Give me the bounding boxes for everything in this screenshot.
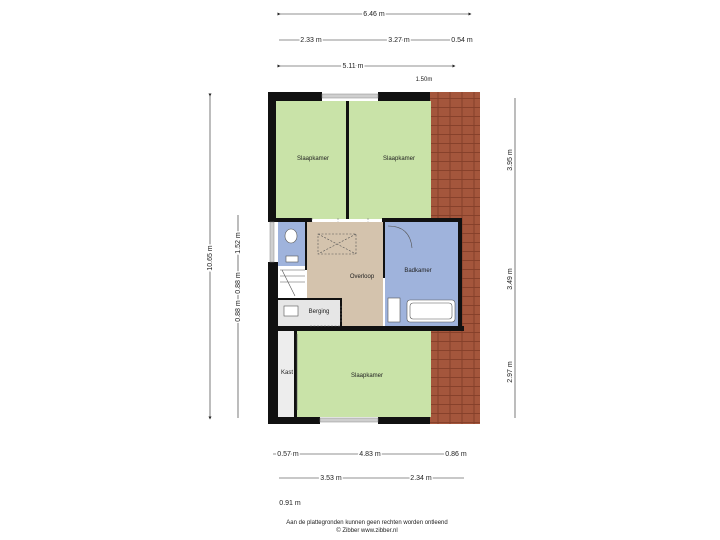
walls (268, 92, 464, 424)
dim-bottom-b: 4.83 m (359, 451, 381, 458)
room-label-bedroom-s: Slaapkamer (351, 373, 383, 379)
windows (269, 93, 379, 423)
staircase-icon (280, 269, 305, 297)
stair-fill (278, 268, 307, 298)
dim-bottom-a: 0.57 m (277, 451, 299, 458)
dim-right-a: 3.95 m (507, 149, 514, 171)
room-label-landing: Overloop (350, 274, 375, 280)
dim-bottom-e: 2.34 m (410, 475, 432, 482)
room-label-bathroom: Badkamer (404, 268, 431, 274)
bedroom-nw-fill (276, 101, 346, 219)
dim-top-a: 2.33 m (300, 37, 322, 44)
room-label-bedroom-nw: Slaapkamer (297, 156, 329, 162)
room-label-bedroom-ne: Slaapkamer (383, 156, 415, 162)
room-label-storage: Berging (309, 309, 330, 315)
dim-top-c: 0.54 m (451, 37, 473, 44)
dim-top-e: 1.50m (416, 77, 433, 83)
dim-top-total: 6.46 m (363, 11, 385, 18)
dim-top-d: 5.11 m (343, 63, 364, 70)
bedroom-ne-fill (349, 101, 431, 219)
dim-right-c: 2.97 m (507, 361, 514, 383)
footer-disclaimer: Aan de plattegronden kunnen geen rechten… (286, 520, 447, 526)
doors (310, 218, 369, 327)
dim-left-total: 10.65 m (207, 245, 214, 270)
bedroom-s-fill (296, 331, 431, 417)
footer-credit: © Zibber www.zibber.nl (336, 527, 397, 534)
dim-bottom-d: 3.53 m (320, 475, 342, 482)
dim-left-c: 0.88 m (235, 300, 242, 322)
skylight-icon (317, 233, 357, 255)
storage-shelf-icon (283, 305, 299, 317)
dim-bottom-f: 0.91 m (279, 500, 301, 507)
closet-fill (278, 331, 295, 417)
dim-left-b: 0.88 m (235, 272, 242, 294)
sink-icon (387, 297, 401, 323)
room-label-closet: Kast (281, 370, 293, 376)
dim-bottom-c: 0.86 m (445, 451, 467, 458)
dim-left-a: 1.52 m (235, 232, 242, 254)
shower-icon (387, 225, 413, 249)
bathtub-icon (406, 299, 456, 323)
dim-right-b: 3.49 m (507, 268, 514, 290)
dim-top-b: 3.27 m (388, 37, 410, 44)
fixtures (280, 225, 456, 410)
dimension-lines (208, 12, 516, 479)
toilet-icon (284, 228, 298, 244)
